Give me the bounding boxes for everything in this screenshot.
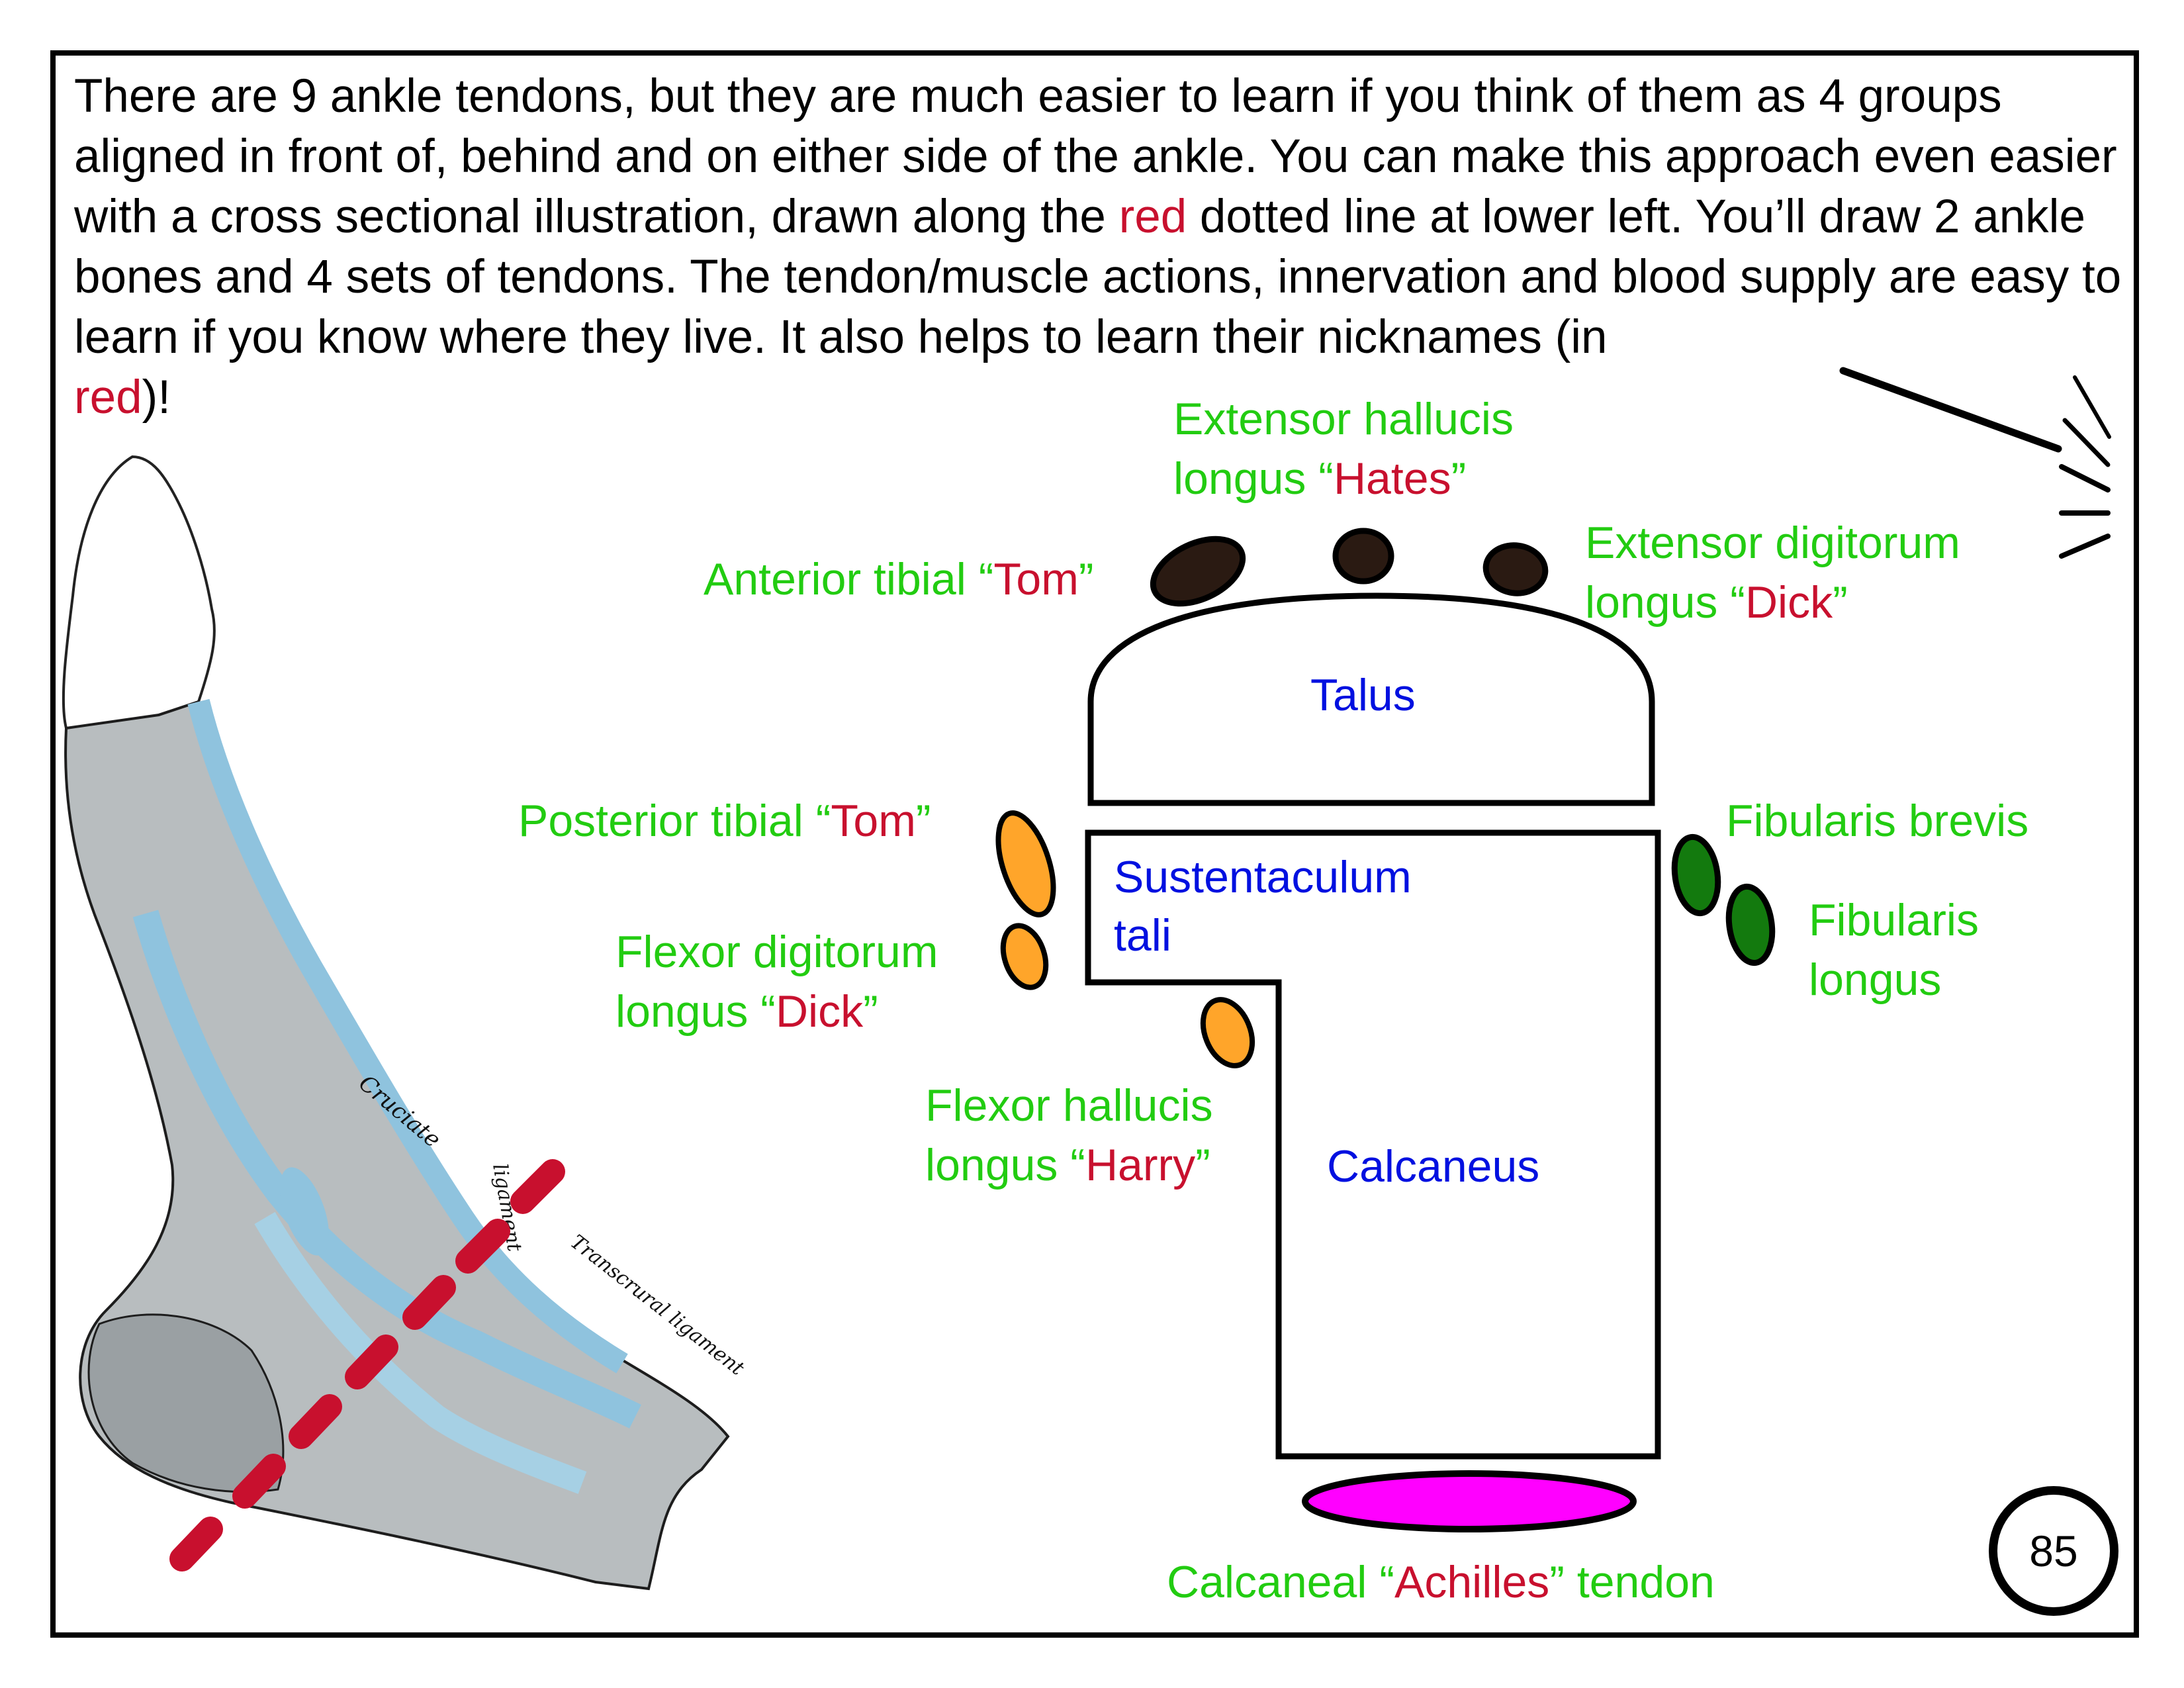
- anterior-tibial-label: Anterior tibial “Tom”: [704, 549, 1094, 609]
- fibularis-brevis-tendon: [1671, 833, 1721, 917]
- achilles-tendon: [1302, 1470, 1637, 1532]
- intro-paragraph: There are 9 ankle tendons, but they are …: [74, 66, 2126, 428]
- fibularis-longus-label-line2: longus: [1809, 955, 1942, 1005]
- intro-text-1: There are 9 ankle tendons, but they are …: [74, 70, 2117, 243]
- burst-line: [2062, 418, 2111, 467]
- extensor-hallucis-label-line1: Extensor hallucis: [1173, 394, 1514, 444]
- extensor-digitorum-longus-tendon: [1482, 542, 1549, 596]
- nickname-harry: Harry: [1085, 1140, 1196, 1190]
- cut-dash: [402, 1275, 456, 1330]
- talus-label: Talus: [1310, 670, 1416, 720]
- cut-dash: [345, 1335, 398, 1389]
- tendon-blue-1: [187, 698, 628, 1374]
- sustentaculum-label-line1: Sustentaculum: [1114, 852, 1412, 902]
- intro-red-word: red: [1118, 191, 1187, 243]
- label-text: “: [1070, 1140, 1085, 1190]
- flexor-digitorum-label-line1: Flexor digitorum: [615, 927, 938, 977]
- calcaneus-bone: [1085, 829, 1661, 1460]
- nickname-hates: Hates: [1333, 453, 1451, 504]
- nickname-achilles: Achilles: [1394, 1557, 1550, 1607]
- fibularis-longus-label-line1: Fibularis: [1809, 895, 1979, 945]
- fibularis-brevis-label: Fibularis brevis: [1726, 796, 2029, 846]
- calcaneus-label: Calcaneus: [1327, 1141, 1540, 1192]
- nickname-dick: Dick: [1745, 577, 1833, 628]
- extensor-digitorum-label-line2: longus “Dick”: [1585, 573, 1848, 632]
- label-text: ”: [1549, 1557, 1565, 1607]
- cut-dash: [455, 1219, 510, 1274]
- red-dotted-cut-line: [169, 1159, 565, 1571]
- emphasis-burst-icon: [1839, 367, 2111, 559]
- label-text: ”: [1451, 453, 1467, 504]
- cut-dash: [510, 1159, 565, 1214]
- heel-shade: [87, 1313, 285, 1493]
- label-text: longus: [1173, 453, 1319, 504]
- label-text: “: [815, 796, 831, 846]
- label-text: “: [760, 986, 776, 1037]
- posterior-tibial-tendon: [995, 810, 1056, 917]
- label-text: ”: [1195, 1140, 1210, 1190]
- bone-highlight: [280, 1167, 329, 1256]
- anterior-tibial-tendon: [1150, 536, 1246, 607]
- label-text: longus: [615, 986, 761, 1037]
- label-text: Calcaneal: [1167, 1557, 1380, 1607]
- label-text: ”: [863, 986, 878, 1037]
- page-number-badge: 85: [1989, 1486, 2118, 1616]
- flexor-digitorum-label-line2: longus “Dick”: [615, 982, 878, 1041]
- label-text: longus: [925, 1140, 1071, 1190]
- nickname-dick: Dick: [775, 986, 864, 1037]
- flexor-digitorum-longus-tendon: [1000, 923, 1049, 990]
- page-number: 85: [2029, 1526, 2078, 1575]
- flexor-hallucis-label-line1: Flexor hallucis: [925, 1080, 1213, 1131]
- nickname-tom: Tom: [993, 554, 1079, 604]
- burst-line: [2073, 375, 2111, 439]
- label-text: “: [1318, 453, 1334, 504]
- intro-text-2: dotted line at lower left. You’ll draw 2…: [74, 191, 2122, 363]
- cut-dash: [169, 1517, 223, 1571]
- intro-red-word: red: [74, 371, 142, 424]
- label-text: ”: [1078, 554, 1094, 604]
- tendon-blue-2: [132, 910, 641, 1429]
- label-text: ”: [915, 796, 931, 846]
- label-text: “: [1730, 577, 1745, 628]
- tendon-blue-3: [254, 1211, 587, 1494]
- fibularis-longus-tendon: [1725, 883, 1776, 966]
- sustentaculum-label-line2: tali: [1114, 910, 1171, 961]
- posterior-tibial-label: Posterior tibial “Tom”: [518, 791, 931, 851]
- label-text: ”: [1833, 577, 1848, 628]
- label-text: “: [978, 554, 994, 604]
- burst-line: [2059, 534, 2111, 559]
- label-text: longus: [1585, 577, 1731, 628]
- cut-dash: [232, 1454, 286, 1509]
- extensor-digitorum-label-line1: Extensor digitorum: [1585, 518, 1960, 568]
- cut-dash: [289, 1394, 342, 1449]
- extensor-hallucis-label-line2: longus “Hates”: [1173, 449, 1466, 508]
- extensor-hallucis-longus-tendon: [1332, 528, 1394, 585]
- burst-line: [1839, 367, 2062, 453]
- label-text: “: [1379, 1557, 1394, 1607]
- label-text: Posterior tibial: [518, 796, 816, 846]
- label-text: tendon: [1564, 1557, 1715, 1607]
- burst-line: [2059, 464, 2111, 492]
- intro-text-3: )!: [142, 371, 171, 424]
- flexor-hallucis-label-line2: longus “Harry”: [925, 1135, 1210, 1195]
- achilles-label: Calcaneal “Achilles” tendon: [1167, 1552, 1715, 1612]
- nickname-tom: Tom: [831, 796, 916, 846]
- talus-bone: [1087, 592, 1655, 806]
- flexor-hallucis-longus-tendon: [1200, 997, 1255, 1068]
- label-text: Anterior tibial: [704, 554, 979, 604]
